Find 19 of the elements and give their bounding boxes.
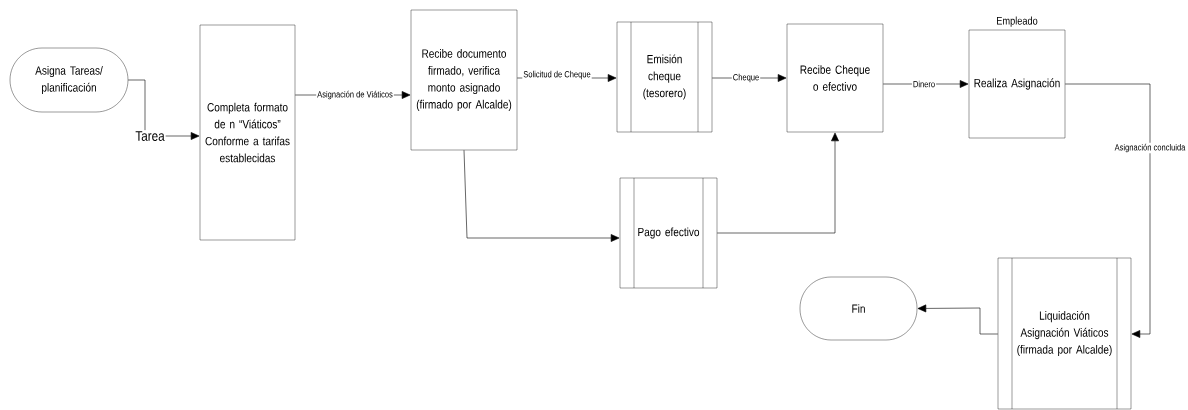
edge-label: Cheque — [731, 72, 761, 84]
arrow — [716, 132, 839, 234]
process-box: Recibe Cheque o efectivo — [786, 23, 884, 133]
arrow — [1064, 83, 1151, 338]
edge-label: Asignación de Viáticos — [316, 89, 394, 101]
predefined-process-box: Emisión cheque (tesorero) — [616, 21, 713, 133]
arrow — [917, 304, 999, 335]
edge-label: Solicitud de Cheque — [522, 69, 592, 81]
predefined-process-box: Liquidación Asignación Viáticos (firmada por Alcalde) — [997, 257, 1132, 410]
predefined-process-box: Pago efectivo — [619, 177, 718, 289]
edge-label: Dinero — [911, 79, 937, 89]
edge-label: Asignación concluida — [1113, 142, 1187, 154]
process-box: Recibe documento firmado, verifica monto asignado (firmado por Alcalde) — [410, 9, 518, 151]
process-box: Realiza Asignación — [968, 29, 1066, 139]
arrow — [463, 149, 620, 242]
process-box: Completa formato de n “Viáticos” Conforme a tarifas establecidas — [199, 24, 296, 241]
heading: Empleado — [997, 16, 1038, 27]
edge-label: Tarea — [134, 130, 166, 142]
arrow — [127, 79, 200, 140]
